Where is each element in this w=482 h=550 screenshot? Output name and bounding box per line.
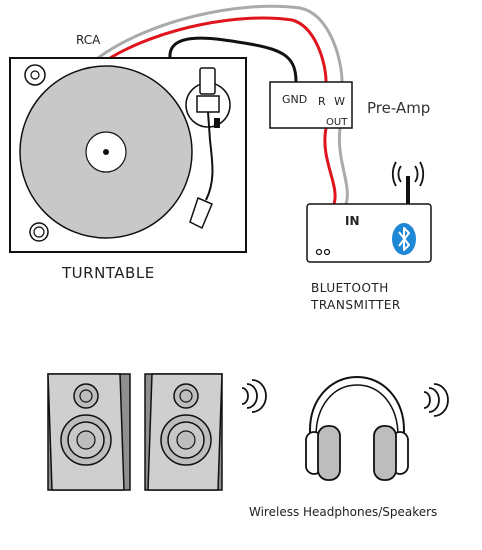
preamp-box (269, 81, 353, 129)
rca-cables (97, 4, 344, 83)
bluetooth-transmitter-label-line1: BLUETOOTH (311, 281, 389, 295)
rca-grey-cable (97, 4, 344, 83)
preamp-label: Pre-Amp (367, 99, 431, 117)
turntable-label: TURNTABLE (62, 264, 155, 282)
speaker-right-dustcap (176, 430, 196, 450)
earcup-right-pad (373, 425, 397, 481)
speaker-left-dustcap (76, 430, 96, 450)
out-red-cable (323, 127, 337, 205)
indicator-light-2 (323, 248, 331, 256)
headphones-signal-icon (423, 383, 449, 417)
bluetooth-transmitter-label-line2: TRANSMITTER (311, 298, 401, 312)
turntable-spindle (103, 149, 109, 155)
out-cables (323, 127, 349, 205)
tonearm-pivot (196, 95, 220, 113)
speaker-right-tweeter-inner (179, 389, 193, 403)
in-label: IN (345, 214, 360, 228)
out-grey-cable (337, 127, 349, 205)
start-knob-inner (33, 226, 45, 238)
speaker-right (144, 373, 223, 491)
bluetooth-icon (392, 223, 416, 255)
wireless-devices-label: Wireless Headphones/Speakers (249, 505, 438, 519)
speaker-left-tweeter-inner (79, 389, 93, 403)
out-label: OUT (326, 117, 348, 128)
headband-inner (315, 384, 399, 437)
tonearm (205, 111, 214, 201)
earcup-left-pad (317, 425, 341, 481)
antenna-signal-icon (391, 161, 425, 187)
rca-label: RCA (76, 33, 101, 47)
rw-label: R W (318, 95, 347, 108)
antenna-icon (406, 176, 410, 204)
bluetooth-transmitter (306, 161, 432, 263)
wireless-signal-icon (241, 379, 267, 413)
speed-knob-inner (30, 70, 40, 80)
indicator-light-1 (315, 248, 323, 256)
gnd-label: GND (282, 93, 308, 106)
gnd-black-cable (168, 36, 298, 83)
tonearm-rest (214, 118, 220, 128)
cartridge-headshell (189, 196, 213, 230)
tonearm-counterweight (199, 67, 216, 95)
headband-outer (309, 375, 405, 452)
rca-red-cable (109, 16, 328, 83)
headphones-icon (305, 375, 409, 481)
speaker-left (47, 373, 131, 491)
turntable (9, 57, 247, 253)
